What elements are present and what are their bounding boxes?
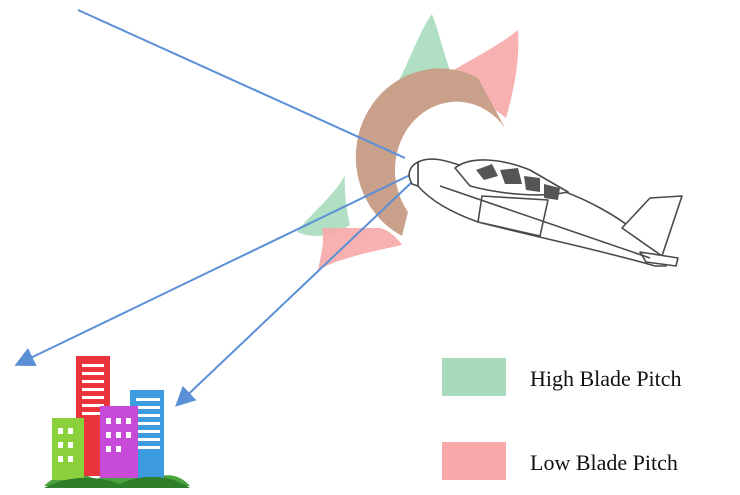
noise-rays: [14, 9, 413, 407]
airplane-icon: [408, 158, 683, 267]
legend-high-label: High Blade Pitch: [530, 366, 682, 391]
high-pitch-lobe-top: [398, 14, 452, 82]
low-pitch-lobe-bottom: [318, 228, 402, 270]
incoming-ray: [77, 9, 406, 159]
legend-low-label: Low Blade Pitch: [530, 450, 678, 475]
noise-directivity-lobes: [297, 14, 519, 270]
overlap-ring: [355, 68, 505, 236]
high-pitch-lobe-bottom: [297, 175, 350, 236]
low-pitch-lobe-top: [440, 30, 519, 118]
legend-high-swatch: [442, 358, 506, 396]
legend-low-swatch: [442, 442, 506, 480]
city-buildings-icon: [44, 356, 190, 488]
ray-to-ground-left: [14, 174, 411, 367]
ray-to-city: [175, 181, 413, 407]
